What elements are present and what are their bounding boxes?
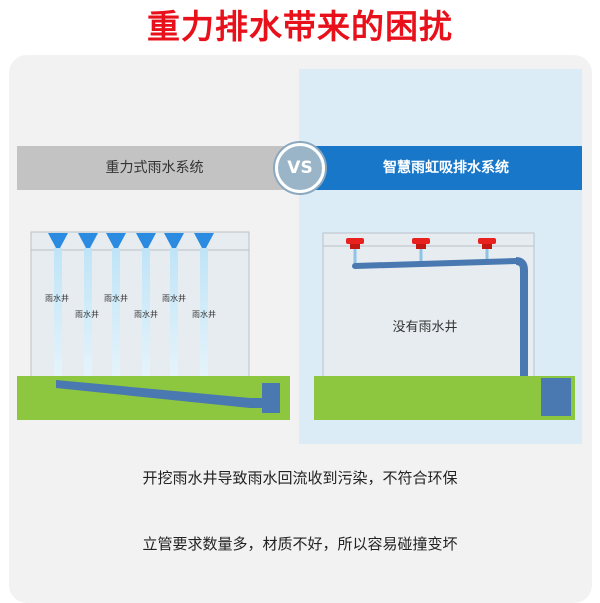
note-line-2: 立管要求数量多，材质不好，所以容易碰撞变坏 [142, 535, 458, 553]
rain-well-label: 雨水井 [104, 294, 128, 303]
gravity-building [30, 231, 250, 379]
roof-drain-funnel [48, 233, 68, 248]
siphon-roof-outlet [346, 238, 364, 249]
siphon-system-header: 智慧雨虹吸排水系统 [314, 146, 582, 190]
downpipe [84, 248, 92, 380]
roof-drain-funnel [164, 233, 184, 248]
roof-drain-funnel [136, 233, 156, 248]
roof-drain-funnel [194, 233, 214, 248]
roof-drain-funnel [78, 233, 98, 248]
rain-well-label: 雨水井 [162, 294, 186, 303]
siphon-building [322, 232, 535, 380]
siphon-roof-outlet [478, 238, 496, 249]
outfall-chamber [541, 378, 571, 416]
siphon-horizontal-pipe [352, 258, 519, 269]
siphon-pipework [352, 248, 544, 396]
downpipe [112, 248, 120, 380]
rain-well-label: 雨水井 [192, 310, 216, 319]
siphon-roof-outlets [346, 238, 496, 249]
gravity-downpipes [54, 248, 208, 380]
siphon-riser-pipe [515, 257, 544, 396]
note-line-1: 开挖雨水井导致雨水回流收到污染，不符合环保 [142, 469, 458, 487]
outfall-well [262, 383, 280, 413]
downpipe [170, 248, 178, 380]
downpipe [54, 248, 62, 380]
siphon-ground [314, 376, 575, 420]
page-title: 重力排水带来的困扰 [147, 7, 453, 46]
downpipe [200, 248, 208, 380]
gravity-ground [17, 376, 290, 420]
no-rain-well-label: 没有雨水井 [392, 320, 458, 335]
rain-well-label: 雨水井 [45, 294, 69, 303]
rain-well-label: 雨水井 [134, 310, 158, 319]
gravity-system-header: 重力式雨水系统 [17, 146, 286, 190]
siphon-roof-outlet [412, 238, 430, 249]
gravity-roof-drains [48, 233, 214, 248]
sloped-collector-pipe [56, 380, 264, 408]
downpipe [142, 248, 150, 380]
roof-drain-funnel [106, 233, 126, 248]
vs-badge: VS [275, 143, 325, 193]
rain-well-label: 雨水井 [75, 310, 99, 319]
